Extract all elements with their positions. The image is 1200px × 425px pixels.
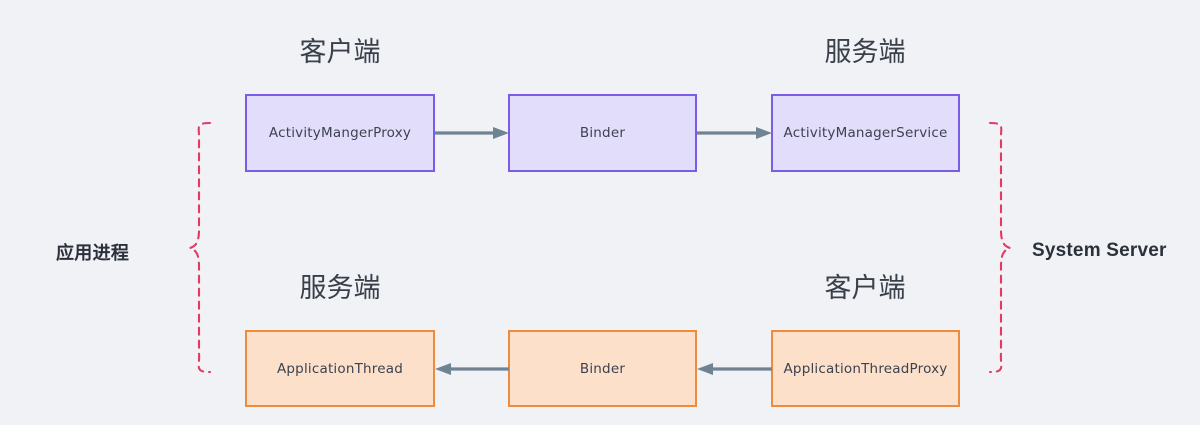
arrow-left-proxy-to-binder: [697, 363, 772, 375]
arrow-left-binder-to-thread: [435, 363, 509, 375]
node-activity-manager-service: ActivityManagerService: [771, 94, 960, 172]
heading-bottom-server: 服务端: [299, 273, 381, 304]
arrow-right-proxy-to-binder: [435, 127, 509, 139]
node-binder-callback: Binder: [508, 330, 697, 407]
app-process-brace-icon: [186, 121, 212, 374]
heading-bottom-client: 客户端: [824, 273, 906, 304]
heading-top-server: 服务端: [824, 37, 906, 68]
arrow-right-binder-to-service: [697, 127, 772, 139]
node-application-thread: ApplicationThread: [245, 330, 435, 407]
app-process-group-label: 应用进程: [56, 243, 130, 263]
heading-top-client: 客户端: [299, 37, 381, 68]
node-activity-manager-proxy: ActivityMangerProxy: [245, 94, 435, 172]
system-server-group-label: System Server: [1032, 240, 1167, 261]
node-application-thread-proxy: ApplicationThreadProxy: [771, 330, 960, 407]
node-binder-request: Binder: [508, 94, 697, 172]
system-server-brace-icon: [988, 121, 1014, 374]
